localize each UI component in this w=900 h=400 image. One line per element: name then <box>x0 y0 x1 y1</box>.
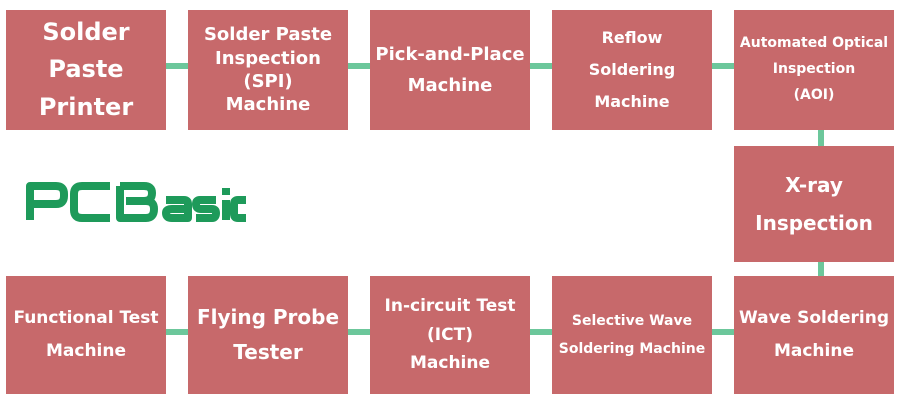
step-pick-and-place: Pick-and-Place Machine <box>370 10 530 130</box>
step-solder-paste-printer: Solder Paste Printer <box>6 10 166 130</box>
step-selective-wave-soldering: Selective Wave Soldering Machine <box>552 276 712 394</box>
connector-4-5 <box>712 63 736 69</box>
connector-3-4 <box>530 63 554 69</box>
connector-7-8 <box>712 329 736 335</box>
step-flying-probe-tester: Flying Probe Tester <box>188 276 348 394</box>
step-xray-inspection: X-ray Inspection <box>734 146 894 262</box>
pcbasic-logo <box>26 178 248 226</box>
step-spi-machine: Solder Paste Inspection (SPI) Machine <box>188 10 348 130</box>
step-aoi: Automated Optical Inspection (AOI) <box>734 10 894 130</box>
step-ict-machine: In-circuit Test (ICT) Machine <box>370 276 530 394</box>
step-functional-test: Functional Test Machine <box>6 276 166 394</box>
pcbasic-logo-mark <box>26 182 246 222</box>
connector-9-10 <box>348 329 372 335</box>
step-reflow-soldering: Reflow Soldering Machine <box>552 10 712 130</box>
step-wave-soldering: Wave Soldering Machine <box>734 276 894 394</box>
connector-2-3 <box>348 63 372 69</box>
connector-5-6 <box>818 130 824 146</box>
connector-10-11 <box>166 329 190 335</box>
connector-6-7 <box>818 262 824 276</box>
connector-8-9 <box>530 329 554 335</box>
connector-1-2 <box>166 63 190 69</box>
